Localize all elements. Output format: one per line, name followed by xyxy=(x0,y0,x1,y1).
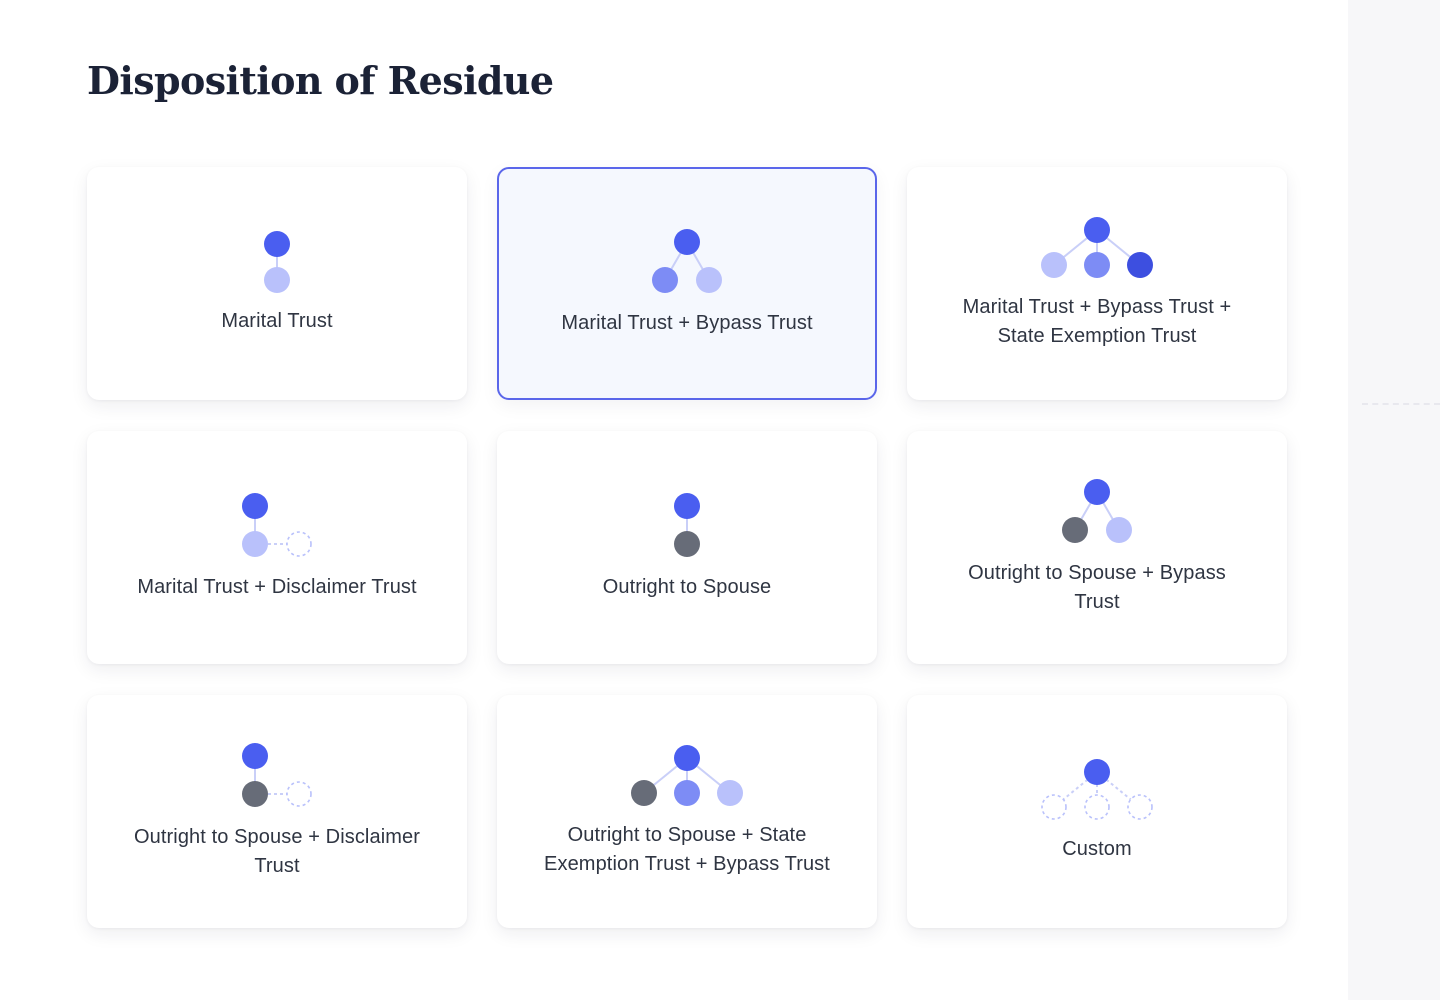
option-custom[interactable]: Custom xyxy=(907,695,1287,928)
option-label: Marital Trust + Bypass Trust xyxy=(561,312,813,334)
side-panel xyxy=(1348,0,1440,1000)
option-marital-trust[interactable]: Marital Trust xyxy=(87,167,467,400)
option-outright-bypass-trust[interactable]: Outright to Spouse + Bypass Trust xyxy=(907,431,1287,664)
option-outright-state-bypass-trust[interactable]: Outright to Spouse + State Exemption Tru… xyxy=(497,695,877,928)
panel-divider xyxy=(1362,403,1440,405)
option-label: Outright to Spouse + Disclaimer Trust xyxy=(133,825,420,877)
three-child-trust-icon xyxy=(1041,216,1153,278)
option-label: Outright to Spouse + State Exemption Tru… xyxy=(544,823,830,875)
option-marital-disclaimer-trust[interactable]: Marital Trust + Disclaimer Trust xyxy=(87,431,467,664)
outright-bypass-icon xyxy=(1062,478,1132,543)
option-label: Custom xyxy=(1062,838,1132,860)
custom-tree-icon xyxy=(1041,759,1153,820)
option-label: Marital Trust + Bypass Trust + State Exe… xyxy=(962,295,1232,347)
two-child-trust-icon xyxy=(652,229,722,293)
page-title: Disposition of Residue xyxy=(87,58,554,103)
outright-spouse-icon xyxy=(674,493,700,557)
outright-state-bypass-icon xyxy=(631,744,743,806)
option-outright-disclaimer-trust[interactable]: Outright to Spouse + Disclaimer Trust xyxy=(87,695,467,928)
option-label: Outright to Spouse + Bypass Trust xyxy=(968,561,1226,613)
option-outright-to-spouse[interactable]: Outright to Spouse xyxy=(497,431,877,664)
option-label: Marital Trust xyxy=(221,310,333,332)
one-child-trust-icon xyxy=(264,231,290,293)
option-marital-bypass-state-trust[interactable]: Marital Trust + Bypass Trust + State Exe… xyxy=(907,167,1287,400)
option-label: Outright to Spouse xyxy=(602,576,772,598)
option-label: Marital Trust + Disclaimer Trust xyxy=(137,576,417,598)
disposition-options-grid: Marital Trust Marital Trust + Bypass Tru… xyxy=(87,167,1287,928)
disclaimer-trust-icon xyxy=(242,493,312,557)
outright-disclaimer-icon xyxy=(242,742,312,807)
option-marital-bypass-trust[interactable]: Marital Trust + Bypass Trust xyxy=(497,167,877,400)
